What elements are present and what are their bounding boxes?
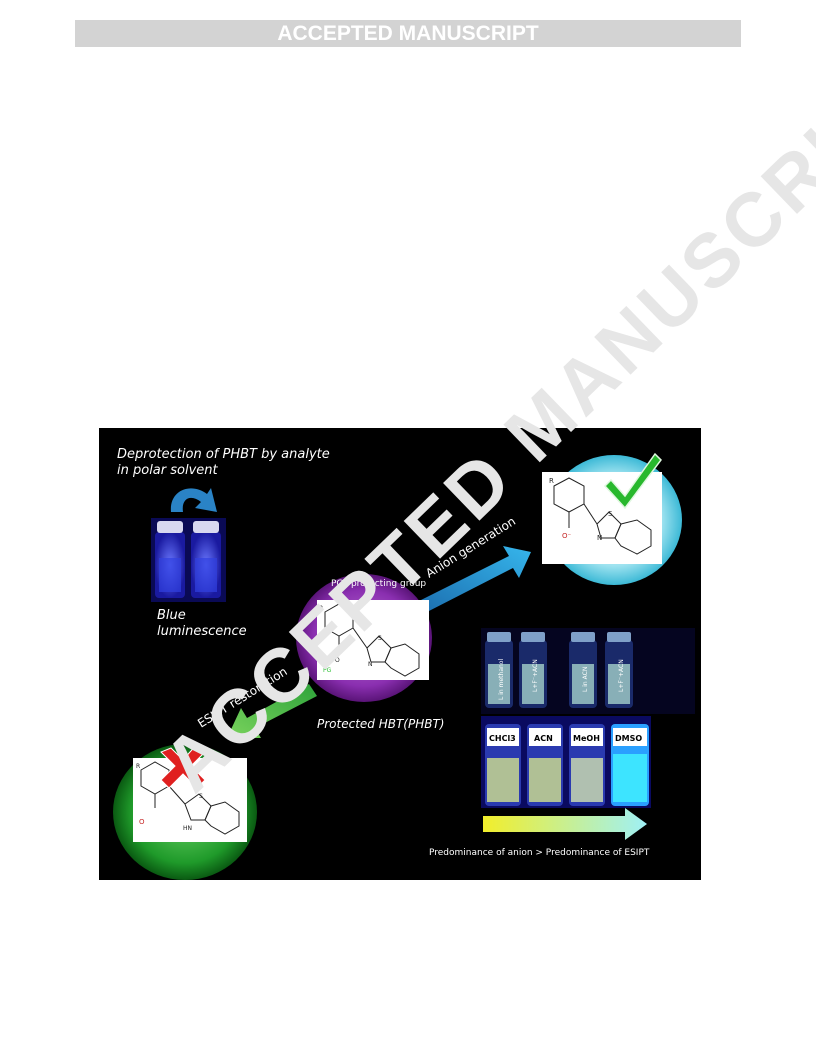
- chem-hn-bottom: HN: [183, 825, 192, 832]
- graphical-abstract-figure: Deprotection of PHBT by analyte in polar…: [99, 428, 701, 880]
- esipt-restoration-arrow: [227, 684, 317, 738]
- esipt-circle: [113, 744, 257, 880]
- chem-n-top: N: [597, 534, 602, 542]
- chem-r-bottom: R: [136, 763, 140, 770]
- vial-label-lf-acn-2: L+F⁻+ACN: [618, 659, 625, 692]
- predominance-caption: Predominance of anion > Predominance of …: [429, 848, 650, 858]
- solvent-acn: ACN: [534, 734, 553, 743]
- vial-label-l-acn: L in ACN: [582, 667, 589, 692]
- figure-canvas: Deprotection of PHBT by analyte in polar…: [113, 447, 695, 880]
- green-check-icon: [603, 452, 662, 510]
- anion-generation-arrow: [421, 546, 531, 612]
- chem-r-top: R: [549, 477, 554, 485]
- blue-vials-photo: [151, 518, 226, 602]
- solvent-dmso: DMSO: [615, 734, 642, 743]
- solvent-meoh: MeOH: [573, 734, 600, 743]
- phbt-circle: [296, 574, 432, 702]
- blue-luminescence-line1: Blue: [157, 608, 186, 623]
- blue-luminescence-line2: luminescence: [157, 624, 247, 639]
- chem-s-top: S: [608, 510, 613, 518]
- chem-o-center: O: [335, 657, 340, 664]
- accepted-manuscript-banner: ACCEPTED MANUSCRIPT: [75, 20, 741, 47]
- vials-photo-top: [481, 628, 695, 714]
- red-cross-icon: [160, 743, 206, 789]
- chem-s-center: S: [378, 635, 382, 642]
- solvent-chcl3: CHCl3: [489, 734, 516, 743]
- vial-label-lf-acn-1: L+F⁻+ACN: [532, 659, 539, 692]
- chem-r-center: R: [319, 605, 323, 612]
- chem-n-center: N: [368, 661, 373, 668]
- chem-o-minus: O⁻: [562, 532, 572, 540]
- chem-pg-center: PG: [323, 667, 332, 674]
- pg-protecting-group-label: PG=protecting group: [331, 579, 426, 589]
- curved-arrow-icon: [170, 488, 217, 512]
- solvent-vials-photo: [481, 716, 651, 808]
- vial-label-l-methanol: L in methanol: [498, 659, 505, 700]
- anion-circle: [542, 455, 682, 585]
- deprotection-caption-line2: in polar solvent: [117, 463, 219, 478]
- predominance-arrow: [483, 808, 647, 840]
- protected-hbt-label: Protected HBT(PHBT): [317, 717, 445, 731]
- deprotection-caption-line1: Deprotection of PHBT by analyte: [117, 447, 330, 462]
- chem-o-bottom: O: [139, 818, 145, 826]
- chem-s-bottom: S: [199, 793, 203, 800]
